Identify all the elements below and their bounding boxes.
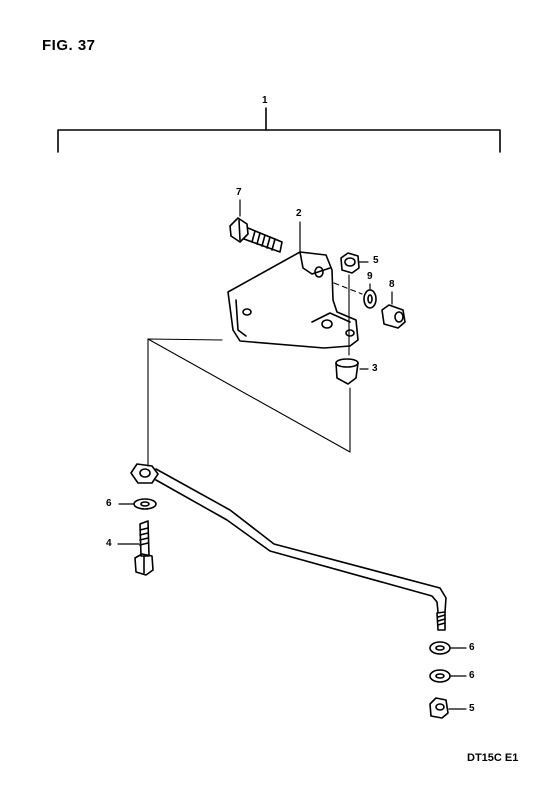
callout-washer-bottom-1: 6 <box>469 642 475 653</box>
washer-bottom-1 <box>429 641 467 655</box>
bracket-plate <box>227 221 359 349</box>
callout-assembly: 1 <box>262 95 268 106</box>
nut-top <box>340 252 369 274</box>
washer-bottom-2 <box>429 669 467 683</box>
callout-nut-top: 5 <box>373 255 379 266</box>
assembly-bracket-line <box>57 107 501 153</box>
callout-rod-bolt: 4 <box>106 538 112 549</box>
callout-washer-left: 6 <box>106 498 112 509</box>
callout-bracket-bolt: 7 <box>236 187 242 198</box>
rod-bolt <box>117 520 154 576</box>
callout-nut-bottom: 5 <box>469 703 475 714</box>
figure-title: FIG. 37 <box>42 37 96 54</box>
control-rod <box>130 463 447 631</box>
collar <box>335 358 369 385</box>
washer-left <box>118 498 157 510</box>
spring-washer <box>363 283 377 309</box>
callout-collar: 3 <box>372 363 378 374</box>
nut-bottom <box>429 697 467 719</box>
nut-side <box>381 291 406 329</box>
callout-washer-bottom-2: 6 <box>469 670 475 681</box>
model-code: DT15C E1 <box>467 752 519 764</box>
callout-spring-washer: 9 <box>367 271 373 282</box>
callout-bracket: 2 <box>296 208 302 219</box>
assembly-lines <box>147 274 363 467</box>
bracket-bolt <box>229 199 283 253</box>
callout-nut-side: 8 <box>389 279 395 290</box>
